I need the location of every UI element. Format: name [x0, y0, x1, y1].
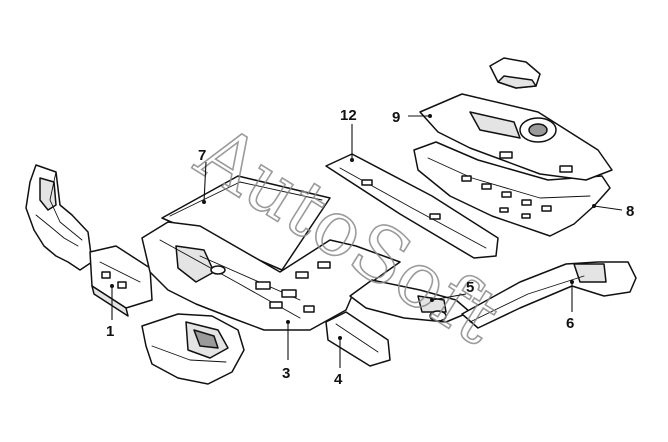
part-6-rear-side-member — [461, 261, 637, 329]
part-12-long-rail — [325, 153, 499, 259]
callout-4: 4 — [334, 371, 343, 388]
part-5-small-bracket — [349, 279, 471, 323]
leader-8-dot — [592, 204, 596, 208]
callout-6: 6 — [566, 315, 574, 332]
part-front-wheelhouse — [141, 313, 245, 385]
part-3-floor-pan — [141, 221, 401, 331]
part-left-upright-bracket — [25, 164, 93, 271]
leader-1-dot — [110, 284, 114, 288]
leader-lines — [110, 114, 623, 368]
leader-5-dot — [430, 298, 434, 302]
part-top-cover — [489, 57, 541, 89]
part-9-parcel-shelf — [419, 93, 613, 181]
callout-3: 3 — [282, 365, 290, 382]
leader-7 — [203, 161, 207, 203]
leader-9-dot — [428, 114, 432, 118]
leader-4-dot — [338, 336, 342, 340]
part-1-cross-bracket — [89, 245, 153, 317]
leader-7-dot — [202, 200, 206, 204]
part-4-cross-member — [325, 311, 391, 367]
callout-7: 7 — [198, 147, 206, 164]
callout-12: 12 — [340, 107, 357, 124]
leader-6-dot — [570, 280, 574, 284]
leader-8 — [593, 205, 623, 211]
leader-12-dot — [350, 158, 354, 162]
leader-5 — [431, 293, 467, 301]
callout-8: 8 — [626, 203, 634, 220]
callout-1: 1 — [106, 323, 114, 340]
leader-3-dot — [286, 320, 290, 324]
callout-labels: 1 3 4 5 6 7 8 9 12 — [106, 107, 634, 388]
callout-5: 5 — [466, 279, 474, 296]
callout-9: 9 — [392, 109, 400, 126]
